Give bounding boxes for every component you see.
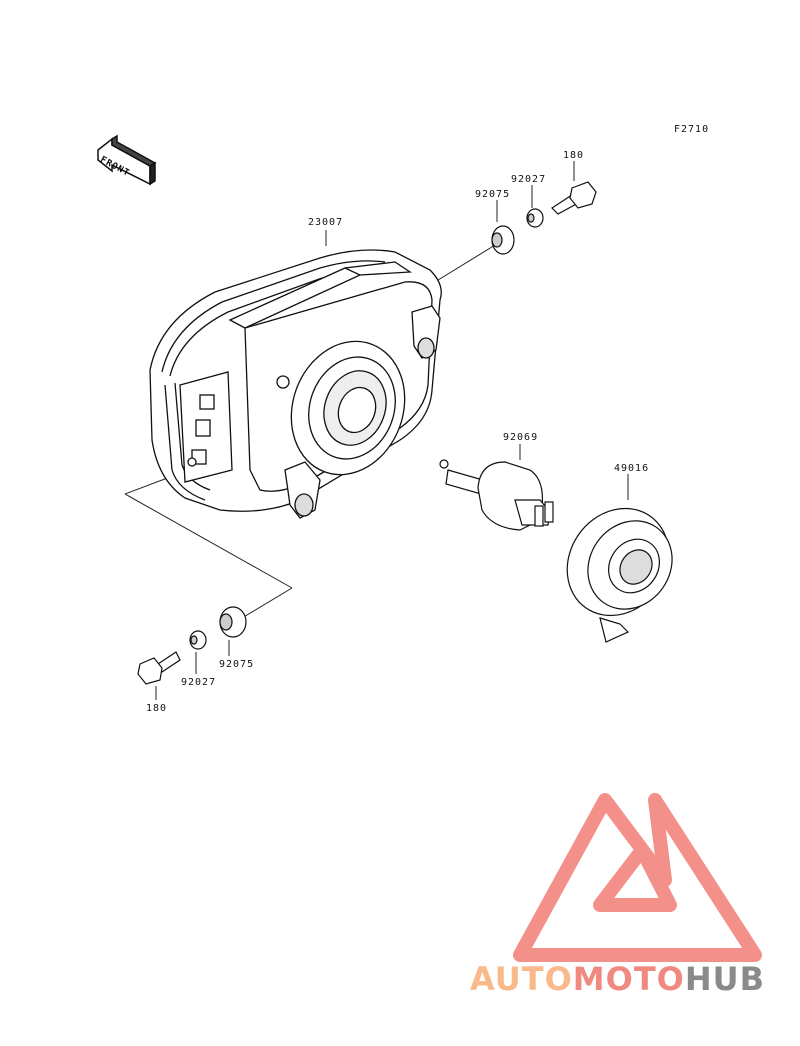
part-label-bulb: 92069 [503, 432, 539, 443]
watermark-word-auto: AUTO [470, 960, 573, 998]
headlight-housing-icon [149, 249, 442, 519]
collar-lower-icon [189, 630, 207, 650]
part-label-collar-upper: 92027 [511, 174, 547, 185]
part-label-bolt-upper: 180 [563, 150, 585, 161]
watermark-word-hub: HUB [684, 960, 766, 998]
bolt-upper-icon [551, 181, 597, 215]
part-label-grommet-upper: 92075 [475, 189, 511, 200]
watermark-word-moto: MOTO [572, 960, 685, 998]
figure-code: F2710 [674, 124, 710, 135]
part-label-collar-lower: 92027 [181, 677, 217, 688]
collar-upper-icon [526, 208, 544, 228]
bulb-icon [439, 459, 554, 531]
bolt-lower-icon [137, 651, 181, 685]
part-label-bolt-lower: 180 [146, 703, 168, 714]
grommet-upper-icon [491, 225, 515, 255]
front-arrow-icon [97, 134, 157, 186]
part-label-grommet-lower: 92075 [219, 659, 255, 670]
part-label-bulb-cover: 49016 [614, 463, 650, 474]
grommet-lower-icon [219, 606, 247, 638]
bulb-cover-icon [566, 507, 673, 643]
part-label-headlight-housing: 23007 [308, 217, 344, 228]
watermark-logo-icon [513, 793, 762, 962]
watermark-brand: AUTOMOTOHUB [470, 960, 800, 1010]
